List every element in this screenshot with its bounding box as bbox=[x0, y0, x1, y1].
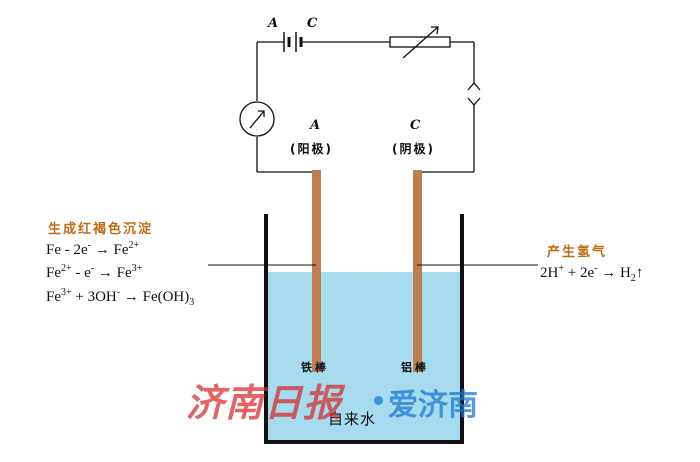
anode-material-label: 铁棒 bbox=[301, 361, 329, 374]
anode-letter: A bbox=[310, 118, 321, 133]
switch-icon bbox=[467, 82, 481, 106]
cathode-letter: C bbox=[410, 118, 421, 133]
anode-rod bbox=[312, 170, 321, 372]
rheostat-icon bbox=[389, 26, 451, 59]
cathode-material-label: 铝棒 bbox=[401, 361, 429, 374]
circuit-wire bbox=[256, 41, 475, 173]
watermark-logo-right: 爱济南 bbox=[388, 388, 478, 423]
right-reaction-title: 产生氢气 bbox=[547, 245, 608, 260]
anode-role: (阳极) bbox=[290, 142, 333, 156]
cathode-rod bbox=[413, 170, 422, 372]
right-equation-1: 2H+ + 2e- → H2↑ bbox=[540, 263, 644, 284]
cathode-role: (阴极) bbox=[392, 142, 435, 156]
battery-label-c: C bbox=[307, 16, 318, 31]
left-reaction-title: 生成红褐色沉淀 bbox=[48, 222, 154, 237]
battery-label-a: A bbox=[268, 16, 279, 31]
beaker bbox=[264, 214, 464, 444]
watermark-logo-left: 济南日报 bbox=[186, 380, 343, 425]
watermark-dot bbox=[374, 396, 383, 405]
ammeter-icon bbox=[239, 101, 275, 137]
left-equation-2: Fe2+ - e- → Fe3+ bbox=[46, 263, 143, 281]
water-label: 自来水 bbox=[328, 410, 377, 428]
water bbox=[266, 272, 462, 442]
left-equation-1: Fe - 2e- → Fe2+ bbox=[46, 240, 140, 258]
battery-icon bbox=[283, 32, 303, 52]
left-equation-3: Fe3+ + 3OH- → Fe(OH)3 bbox=[46, 287, 195, 308]
